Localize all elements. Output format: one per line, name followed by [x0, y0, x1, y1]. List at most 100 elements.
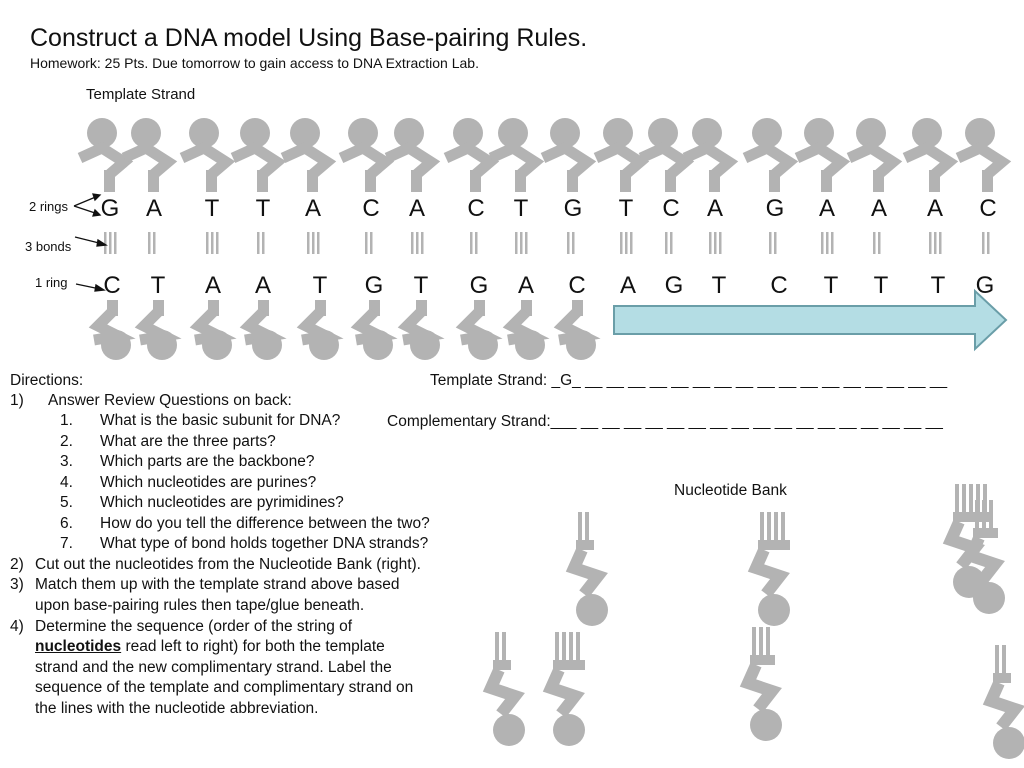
direction-item-4: 4) Determine the sequence (order of the … [10, 618, 353, 635]
direction-item-1: 1) Answer Review Questions on back: [10, 392, 292, 409]
base-letter: C [770, 272, 788, 299]
top-nucleotide [638, 118, 695, 254]
top-nucleotide [179, 118, 236, 254]
base-letter: T [413, 272, 429, 299]
base-letter: G [563, 195, 583, 222]
base-letter: C [979, 195, 997, 222]
bottom-strand-nucleotides [88, 300, 601, 360]
top-nucleotide [593, 118, 650, 254]
bank-nucleotide [482, 632, 525, 746]
review-question: 5.Which nucleotides are pyrimidines? [60, 494, 344, 511]
top-nucleotide [742, 118, 799, 254]
nucleotide-bank-label: Nucleotide Bank [674, 482, 787, 499]
base-letter: A [870, 195, 888, 222]
two-rings-label: 2 rings [29, 199, 69, 214]
bottom-nucleotide [397, 300, 445, 360]
base-letter: A [926, 195, 944, 222]
base-letter: A [145, 195, 163, 222]
base-letter: A [517, 272, 535, 299]
three-bonds-label: 3 bonds [25, 239, 72, 254]
base-letter: C [467, 195, 485, 222]
top-nucleotide [338, 118, 395, 254]
base-letter: G [975, 272, 995, 299]
page-subtitle: Homework: 25 Pts. Due tomorrow to gain a… [30, 55, 479, 71]
base-letter: A [304, 195, 322, 222]
review-question: 6.How do you tell the difference between… [60, 514, 430, 532]
direction-item-4-line3: strand and the new complimentary strand.… [35, 659, 392, 676]
bank-nucleotide [962, 500, 1005, 614]
review-question: 1.What is the basic subunit for DNA? [60, 412, 341, 429]
bottom-nucleotide [350, 300, 398, 360]
base-letter: G [100, 195, 120, 222]
top-nucleotide [280, 118, 337, 254]
top-nucleotide [682, 118, 739, 254]
base-letter: G [364, 272, 384, 299]
one-ring-label: 1 ring [35, 275, 68, 290]
top-nucleotide [121, 118, 178, 254]
bank-nucleotide [982, 645, 1024, 759]
base-letter: A [408, 195, 426, 222]
top-nucleotide [230, 118, 287, 254]
base-letter: A [204, 272, 222, 299]
review-question: 2.What are the three parts? [60, 432, 276, 450]
top-nucleotide [794, 118, 851, 254]
review-question: 7.What type of bond holds together DNA s… [60, 535, 429, 552]
nucleotides-keyword: nucleotides [35, 638, 122, 655]
direction-item-4-line4: sequence of the template and complimenta… [35, 679, 414, 696]
top-nucleotide [443, 118, 500, 254]
bank-nucleotide [565, 512, 608, 626]
complementary-strand-answer-line: Complementary Strand:___ __ __ __ __ __ … [387, 413, 943, 430]
bank-nucleotide [542, 632, 585, 746]
template-strand-answer-line: Template Strand: _G_ __ __ __ __ __ __ _… [430, 372, 948, 389]
top-nucleotide [540, 118, 597, 254]
direction-item-3: 3) Match them up with the template stran… [10, 576, 400, 593]
direction-item-3-cont: upon base-pairing rules then tape/glue b… [35, 597, 365, 614]
direction-arrow [613, 288, 1008, 352]
top-nucleotide [846, 118, 903, 254]
bottom-nucleotide [502, 300, 550, 360]
base-letter: C [103, 272, 121, 299]
base-letter: T [255, 195, 271, 222]
top-nucleotide [902, 118, 959, 254]
top-nucleotide [488, 118, 545, 254]
bottom-nucleotide [553, 300, 601, 360]
direction-item-4-line2: nucleotides read left to right) for both… [35, 638, 385, 655]
top-nucleotide [955, 118, 1012, 254]
base-letter: G [469, 272, 489, 299]
base-letter: G [765, 195, 785, 222]
direction-item-2: 2) Cut out the nucleotides from the Nucl… [10, 556, 421, 573]
review-question: 3.Which parts are the backbone? [60, 453, 315, 470]
base-letter: A [619, 272, 637, 299]
base-letter: C [662, 195, 680, 222]
template-strand-label: Template Strand [86, 86, 196, 103]
base-letter: T [204, 195, 220, 222]
bottom-nucleotide [296, 300, 344, 360]
base-letter: T [513, 195, 529, 222]
directions-heading: Directions: [10, 372, 84, 389]
bank-nucleotide [747, 512, 790, 626]
top-strand-nucleotides [77, 118, 1012, 254]
base-letter: T [711, 272, 727, 299]
page-title: Construct a DNA model Using Base-pairing… [30, 24, 588, 52]
base-letter: A [254, 272, 272, 299]
base-letter: G [664, 272, 684, 299]
review-question: 4.Which nucleotides are purines? [60, 473, 317, 491]
base-letter: T [150, 272, 166, 299]
base-letter: T [930, 272, 946, 299]
direction-item-4-line5: the lines with the nucleotide abbreviati… [35, 700, 319, 717]
top-nucleotide [384, 118, 441, 254]
nucleotide-bank-shapes [482, 484, 1024, 759]
bottom-nucleotide [88, 300, 136, 360]
base-letter: A [706, 195, 724, 222]
bottom-nucleotide [189, 300, 237, 360]
base-letter: C [362, 195, 380, 222]
top-nucleotide [77, 118, 134, 254]
bottom-nucleotide [239, 300, 287, 360]
base-letter: T [312, 272, 328, 299]
base-letter: T [873, 272, 889, 299]
bottom-nucleotide [134, 300, 182, 360]
base-letter: T [823, 272, 839, 299]
base-letter: T [618, 195, 634, 222]
bank-nucleotide [739, 627, 782, 741]
